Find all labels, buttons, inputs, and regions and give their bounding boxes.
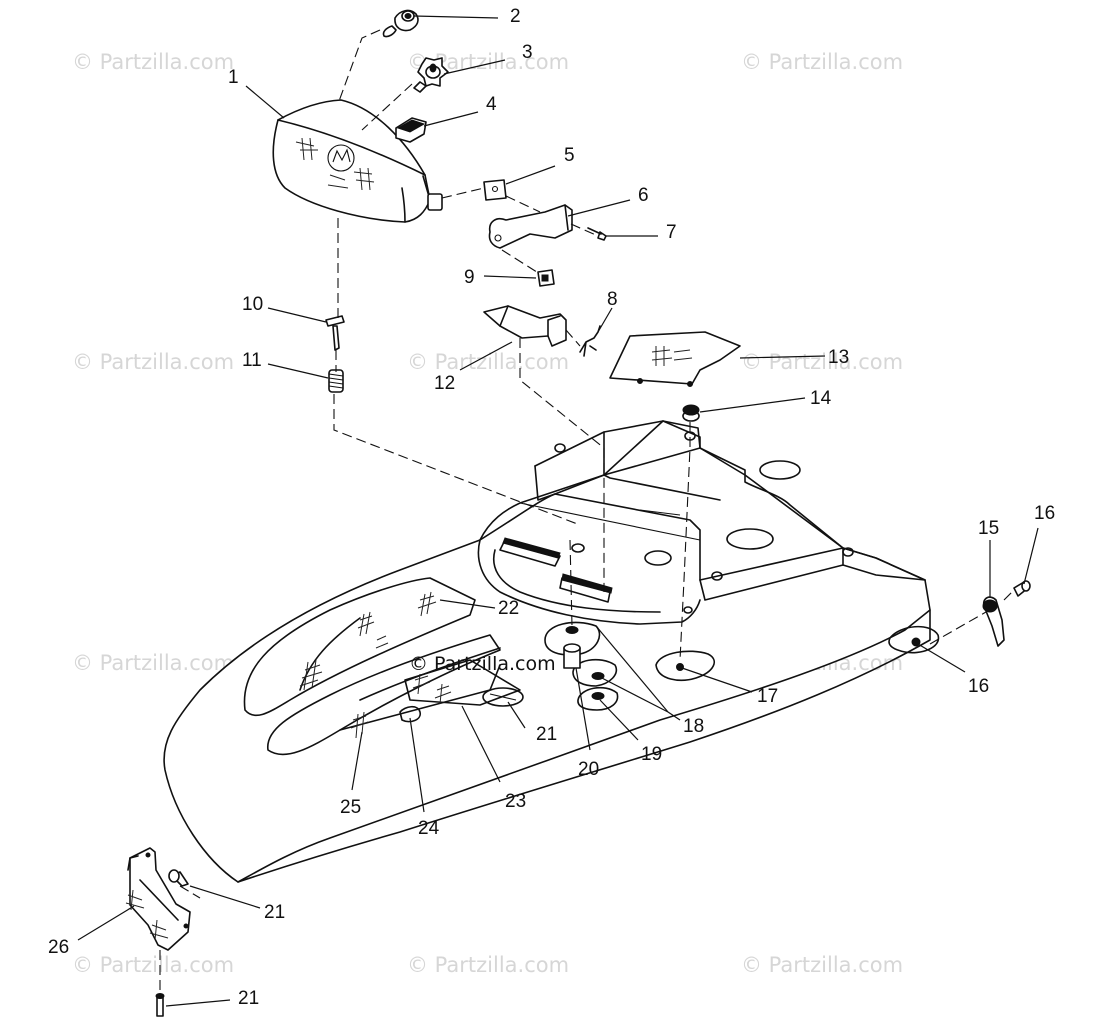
screw-16	[1013, 580, 1031, 597]
callout-6: 6	[638, 185, 649, 206]
callout-labels: 1 2 3 4 5 6 7 9 8 10 11 12 13 14 15 16 1…	[48, 6, 1055, 1009]
callout-16-bottom: 16	[968, 676, 989, 697]
headlight-housing	[272, 99, 443, 223]
assembly-lines	[159, 29, 1015, 996]
bracket-12	[483, 305, 567, 347]
callout-2: 2	[510, 6, 521, 27]
callout-11: 11	[242, 350, 262, 371]
callout-26: 26	[48, 937, 69, 958]
bracket-6	[488, 204, 573, 249]
bracket-26	[125, 847, 191, 951]
callout-14: 14	[810, 388, 832, 409]
panel-13	[609, 331, 741, 387]
hood-body	[163, 420, 940, 883]
callout-21-body: 21	[536, 724, 557, 745]
callout-25: 25	[340, 797, 361, 818]
nut-9	[537, 269, 555, 287]
bulb-2	[382, 9, 419, 38]
fastener-21-lower	[155, 993, 165, 1017]
callout-21-lower: 21	[238, 988, 259, 1009]
callout-21-upper: 21	[264, 902, 285, 923]
callout-1: 1	[228, 67, 239, 88]
latch-15	[982, 596, 1005, 647]
callout-20: 20	[578, 759, 599, 780]
callout-18: 18	[683, 716, 704, 737]
callout-9: 9	[464, 267, 475, 288]
clip-4	[395, 117, 427, 143]
callout-17: 17	[757, 686, 778, 707]
callout-3: 3	[522, 42, 533, 63]
callout-8: 8	[607, 289, 618, 310]
fastener-21-upper	[168, 869, 189, 887]
callout-19: 19	[641, 744, 662, 765]
callout-22: 22	[498, 598, 519, 619]
callout-15: 15	[978, 518, 999, 539]
pin-10	[325, 315, 345, 351]
spring-11	[328, 369, 344, 393]
callout-4: 4	[486, 94, 497, 115]
callout-13: 13	[828, 347, 849, 368]
callout-12: 12	[434, 373, 455, 394]
callout-24: 24	[418, 818, 440, 839]
callout-23: 23	[505, 791, 526, 812]
callout-10: 10	[242, 294, 263, 315]
callout-16-top: 16	[1034, 503, 1055, 524]
watermark: © Partzilla.com	[409, 653, 556, 675]
bulb-socket-3	[413, 57, 449, 93]
grommet-14	[682, 404, 700, 422]
leader-lines	[77, 15, 1039, 1007]
screw-7	[587, 227, 607, 241]
pad-5	[483, 179, 507, 201]
callout-5: 5	[564, 145, 575, 166]
callout-7: 7	[666, 222, 677, 243]
spring-clip-8	[579, 325, 601, 357]
